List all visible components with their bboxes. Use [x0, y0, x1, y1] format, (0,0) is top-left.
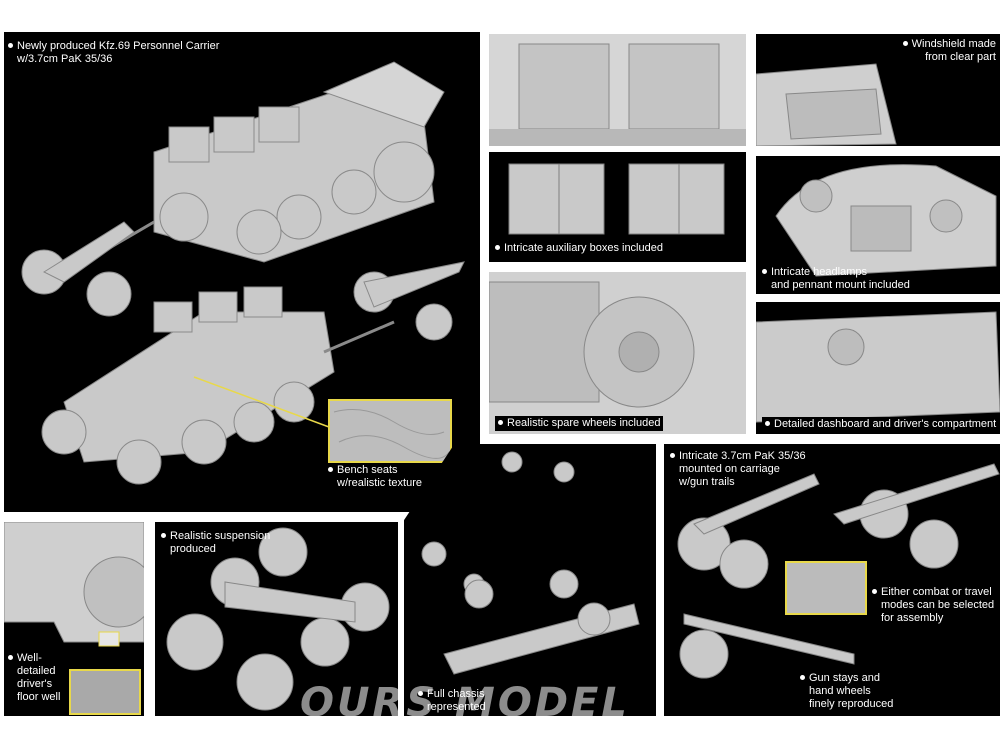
windshield-illustration — [756, 63, 897, 146]
bullet-icon — [670, 452, 675, 458]
bullet-icon — [762, 268, 767, 274]
suspension-illustration — [166, 527, 390, 711]
bullet-icon — [765, 420, 770, 426]
chassis-panel: Full chassis represented — [404, 444, 656, 716]
bullet-icon — [800, 674, 805, 680]
windshield-panel: Windshield made from clear part — [756, 34, 1000, 146]
pak-gun-illustration — [677, 463, 1000, 679]
pak-caption: Intricate 3.7cm PaK 35/36 mounted on car… — [670, 450, 806, 489]
modes-caption: Either combat or travel modes can be sel… — [872, 586, 994, 625]
bullet-icon — [872, 588, 877, 594]
pak-panel: Intricate 3.7cm PaK 35/36 mounted on car… — [664, 444, 1000, 716]
bullet-icon — [161, 532, 166, 538]
chassis-caption: Full chassis represented — [418, 688, 486, 714]
bullet-icon — [8, 654, 13, 660]
watermark: OURS MODEL — [300, 680, 630, 726]
headlamps-caption: Intricate headlamps and pennant mount in… — [762, 266, 910, 292]
suspension-caption: Realistic suspension produced — [161, 530, 270, 556]
floor-well-illustration — [4, 522, 144, 715]
bench-caption: Bench seats w/realistic texture — [328, 464, 422, 490]
main-caption: Newly produced Kfz.69 Personnel Carrier … — [8, 40, 219, 66]
bullet-icon — [495, 244, 500, 250]
windshield-caption: Windshield made from clear part — [902, 38, 996, 64]
bullet-icon — [418, 690, 423, 696]
headlamps-panel: Intricate headlamps and pennant mount in… — [756, 156, 1000, 294]
spare-wheels-caption: Realistic spare wheels included — [495, 416, 664, 431]
rear-boxes-illustration — [489, 43, 746, 146]
dashboard-panel: Detailed dashboard and driver's compartm… — [756, 302, 1000, 434]
kfz69-illustration — [21, 61, 465, 485]
bullet-icon — [902, 40, 908, 46]
floor-well-caption: Well- detailed driver's floor well — [8, 652, 60, 704]
bullet-icon — [8, 42, 13, 48]
spare-wheel-illustration — [489, 281, 695, 408]
spare-wheels-panel: Realistic spare wheels included — [489, 272, 746, 434]
headlamps-illustration — [775, 164, 997, 277]
aux-boxes-illustration — [508, 163, 725, 235]
bullet-icon — [328, 466, 333, 472]
floor-well-panel: Well- detailed driver's floor well — [4, 522, 144, 716]
bullet-icon — [498, 419, 503, 425]
aux-boxes-caption: Intricate auxiliary boxes included — [495, 242, 663, 255]
main-panel: Newly produced Kfz.69 Personnel Carrier … — [4, 32, 480, 512]
rear-boxes-panel — [489, 34, 746, 146]
dashboard-caption: Detailed dashboard and driver's compartm… — [762, 417, 1000, 432]
gun-stays-caption: Gun stays and hand wheels finely reprodu… — [800, 672, 893, 711]
aux-boxes-panel: Intricate auxiliary boxes included — [489, 152, 746, 262]
suspension-panel: Realistic suspension produced — [155, 522, 398, 716]
chassis-illustration — [421, 451, 640, 675]
dashboard-illustration — [756, 311, 1000, 423]
